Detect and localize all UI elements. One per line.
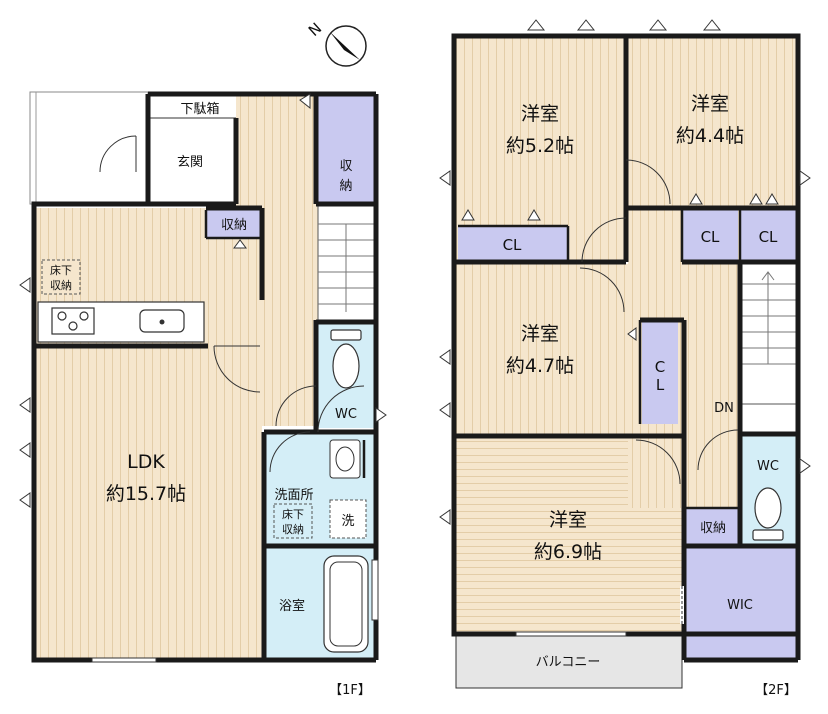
floor-1f	[19, 91, 387, 663]
label-ldk-storage: 収納	[221, 218, 247, 233]
label-cl-c-1: C	[655, 358, 665, 376]
ldk-storage	[206, 210, 262, 238]
label-room-b: 洋室	[691, 93, 729, 115]
label-hall-storage-2: 納	[339, 179, 352, 194]
toilet-icon	[330, 329, 362, 389]
kitchen-counter	[37, 301, 205, 343]
label-wic: WIC	[727, 598, 753, 613]
label-cl-b1: CL	[701, 228, 720, 246]
underfloor-storage	[41, 259, 81, 295]
compass-icon	[325, 25, 367, 67]
label-cl-a: CL	[503, 236, 522, 254]
label-entrance: 玄関	[177, 155, 203, 170]
label-underfloor-wash-1: 床下	[282, 507, 304, 521]
balcony	[455, 635, 683, 689]
compass-label: N	[305, 19, 325, 40]
label-room-c-size: 約4.7帖	[506, 355, 574, 377]
floor-2f	[439, 19, 811, 689]
label-room-a-size: 約5.2帖	[506, 135, 574, 157]
label-ldk: LDK	[127, 451, 165, 473]
label-underfloor-2: 収納	[50, 279, 72, 292]
label-shoe-box: 下駄箱	[180, 101, 219, 117]
hall-storage	[318, 96, 374, 204]
label-cl-c-2: L	[656, 376, 665, 394]
closet-b2	[740, 210, 796, 260]
label-storage-2f: 収納	[700, 521, 726, 536]
label-wc-1f: WC	[335, 407, 357, 422]
label-hall-storage-1: 収	[339, 159, 352, 174]
label-cl-b2: CL	[759, 228, 778, 246]
bathtub-icon	[323, 555, 369, 653]
label-underfloor-1: 床下	[50, 263, 72, 277]
closet-b1	[682, 210, 738, 260]
label-bath: 浴室	[279, 598, 305, 614]
entrance-room	[148, 118, 236, 204]
label-room-b-size: 約4.4帖	[676, 125, 744, 147]
label-balcony: バルコニー	[536, 655, 601, 670]
porch	[29, 91, 149, 205]
closet-a	[458, 226, 568, 260]
label-ldk-size: 約15.7帖	[106, 483, 186, 505]
label-room-a: 洋室	[521, 103, 559, 125]
label-floor-1f: 【1F】	[329, 683, 371, 698]
label-washer: 洗	[341, 514, 354, 529]
doors-2f	[579, 159, 739, 485]
label-room-d-size: 約6.9帖	[534, 541, 602, 563]
toilet-2f-icon	[752, 487, 784, 541]
label-floor-2f: 【2F】	[755, 683, 797, 698]
label-room-c: 洋室	[521, 323, 559, 345]
label-wc-2f: WC	[757, 459, 779, 474]
wic	[684, 548, 796, 660]
storage-2f	[686, 508, 740, 546]
room-c	[456, 264, 636, 434]
label-room-d: 洋室	[549, 509, 587, 531]
wash-basin-icon	[329, 439, 361, 479]
doors-1f	[99, 135, 365, 473]
closet-c	[642, 320, 678, 424]
room-a	[456, 38, 628, 260]
room-b	[628, 38, 796, 208]
label-dn: DN	[714, 401, 734, 416]
walls-1f	[31, 91, 379, 663]
washer-space	[329, 499, 367, 539]
sink-icon	[139, 309, 185, 333]
stove-icon	[51, 307, 95, 335]
underfloor-storage-wash	[273, 503, 313, 539]
label-washroom: 洗面所	[274, 488, 313, 503]
label-underfloor-wash-2: 収納	[282, 523, 304, 536]
